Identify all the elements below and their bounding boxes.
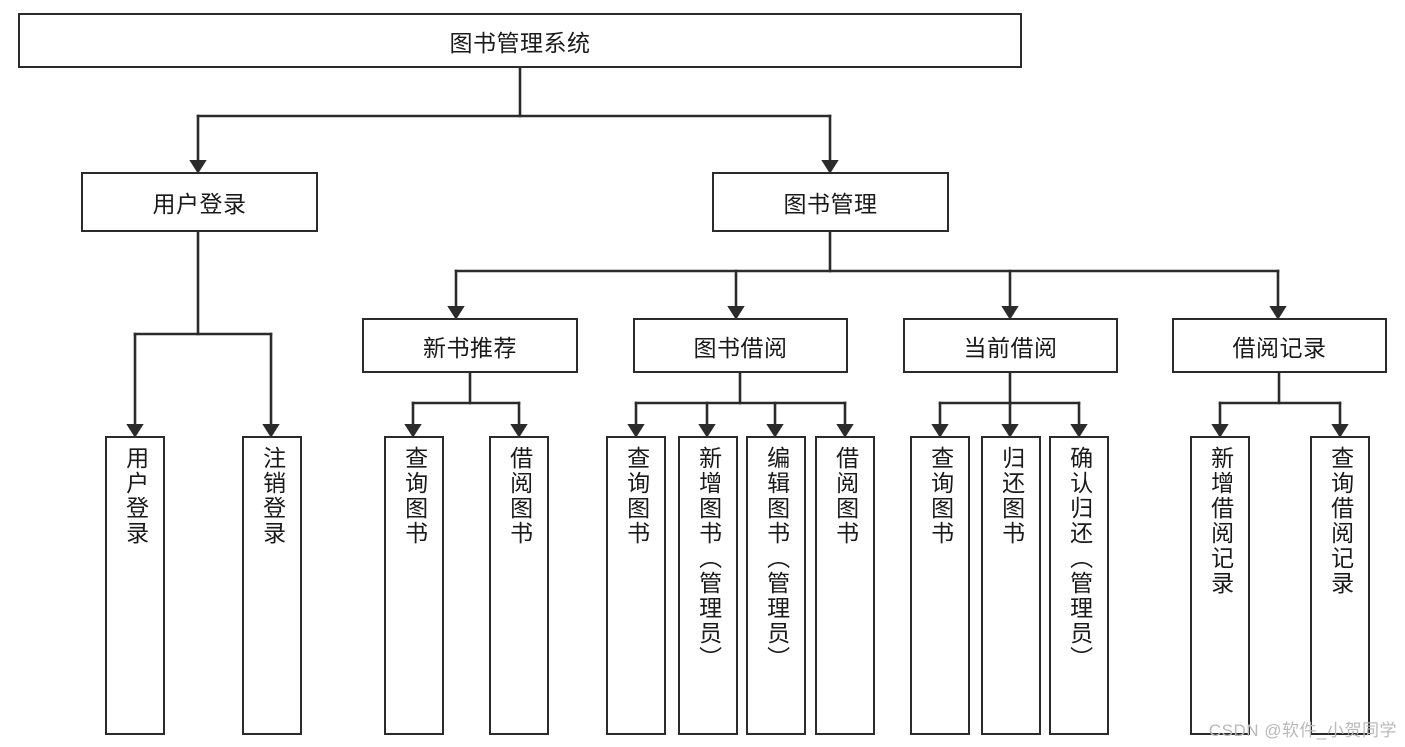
- node-leaf-add-book[interactable]: 新增图书（管理员）: [678, 436, 738, 735]
- node-user-login-label: 用户登录: [152, 191, 247, 217]
- node-leaf-edit-book[interactable]: 编辑图书（管理员）: [746, 436, 806, 735]
- node-leaf-borrow-book-2[interactable]: 借阅图书: [815, 436, 875, 735]
- node-leaf-confirm-return[interactable]: 确认归还（管理员）: [1049, 436, 1109, 735]
- node-borrow-record-label: 借阅记录: [1232, 334, 1327, 361]
- node-root[interactable]: 图书管理系统: [18, 13, 1022, 68]
- node-borrow-record[interactable]: 借阅记录: [1172, 318, 1387, 373]
- node-leaf-query-book-1-label: 查询图书: [401, 446, 428, 546]
- node-root-label: 图书管理系统: [449, 29, 591, 56]
- node-leaf-borrow-book-2-label: 借阅图书: [832, 446, 859, 546]
- node-leaf-return-book[interactable]: 归还图书: [981, 436, 1041, 735]
- node-leaf-user-login[interactable]: 用户登录: [105, 436, 165, 735]
- node-current-borrow[interactable]: 当前借阅: [903, 318, 1118, 373]
- node-leaf-confirm-return-label: 确认归还（管理员）: [1066, 446, 1093, 671]
- node-new-book-recommend[interactable]: 新书推荐: [362, 318, 578, 373]
- node-leaf-user-logout-label: 注销登录: [259, 446, 286, 546]
- node-leaf-query-record[interactable]: 查询借阅记录: [1310, 436, 1370, 735]
- node-leaf-add-record-label: 新增借阅记录: [1207, 446, 1234, 596]
- node-book-management-label: 图书管理: [783, 191, 878, 217]
- node-leaf-borrow-book-1[interactable]: 借阅图书: [489, 436, 549, 735]
- node-leaf-edit-book-label: 编辑图书（管理员）: [763, 446, 790, 671]
- node-book-borrow[interactable]: 图书借阅: [633, 318, 848, 373]
- node-leaf-query-book-1[interactable]: 查询图书: [384, 436, 444, 735]
- node-book-management[interactable]: 图书管理: [712, 172, 949, 232]
- csdn-watermark: CSDN @软件_小贺同学: [1208, 721, 1397, 740]
- node-leaf-user-logout[interactable]: 注销登录: [242, 436, 302, 735]
- node-leaf-query-book-3[interactable]: 查询图书: [910, 436, 970, 735]
- node-leaf-borrow-book-1-label: 借阅图书: [506, 446, 533, 546]
- node-leaf-query-book-3-label: 查询图书: [927, 446, 954, 546]
- node-leaf-query-record-label: 查询借阅记录: [1327, 446, 1354, 596]
- node-leaf-user-login-label: 用户登录: [122, 446, 149, 546]
- node-leaf-query-book-2-label: 查询图书: [623, 446, 650, 546]
- node-book-borrow-label: 图书借阅: [693, 334, 788, 361]
- node-new-book-recommend-label: 新书推荐: [423, 334, 517, 361]
- node-user-login[interactable]: 用户登录: [81, 172, 318, 232]
- node-leaf-add-book-label: 新增图书（管理员）: [695, 446, 722, 671]
- node-leaf-add-record[interactable]: 新增借阅记录: [1190, 436, 1250, 735]
- node-leaf-query-book-2[interactable]: 查询图书: [606, 436, 666, 735]
- node-leaf-return-book-label: 归还图书: [998, 446, 1025, 546]
- node-current-borrow-label: 当前借阅: [963, 334, 1058, 361]
